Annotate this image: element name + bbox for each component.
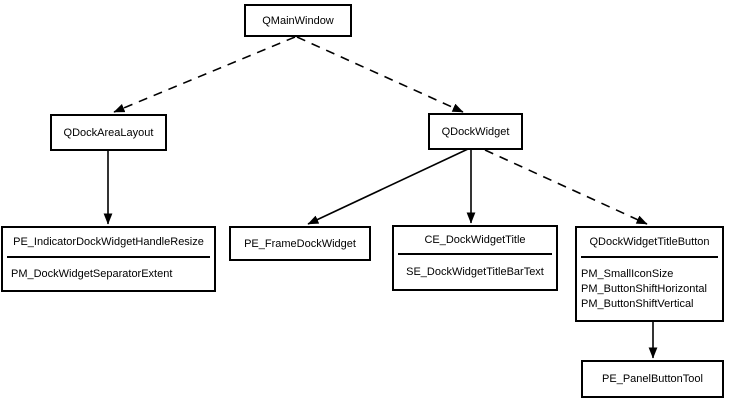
- node-dock-handle-title: PE_IndicatorDockWidgetHandleResize: [13, 236, 204, 248]
- enum-item: PM_ButtonShiftVertical: [581, 297, 694, 310]
- edge-qmainwindow-qdockarealayout: [113, 36, 296, 113]
- node-qmainwindow: QMainWindow: [244, 4, 352, 37]
- edge-qdockwidget-title-button: [484, 149, 648, 225]
- enum-item: SE_DockWidgetTitleBarText: [406, 265, 544, 278]
- node-qdockwidget-label: QDockWidget: [441, 125, 510, 138]
- node-frame-dock-widget: PE_FrameDockWidget: [229, 226, 371, 261]
- node-title-button: QDockWidgetTitleButton PM_SmallIconSize …: [575, 226, 724, 322]
- node-title-button-items: PM_SmallIconSize PM_ButtonShiftHorizonta…: [577, 258, 722, 320]
- compartment-separator: [7, 256, 210, 258]
- compartment-separator: [398, 253, 552, 255]
- node-qdockarealayout-label: QDockAreaLayout: [63, 126, 154, 139]
- node-qdockarealayout: QDockAreaLayout: [50, 114, 167, 151]
- node-dock-handle-items: PM_DockWidgetSeparatorExtent: [3, 258, 214, 290]
- enum-item: PM_DockWidgetSeparatorExtent: [11, 267, 173, 280]
- compartment-separator: [581, 256, 718, 258]
- node-title-button-title: QDockWidgetTitleButton: [589, 236, 710, 248]
- node-dock-widget-title-items: SE_DockWidgetTitleBarText: [394, 255, 556, 289]
- enum-item: PM_SmallIconSize: [581, 267, 674, 280]
- enum-item: PM_ButtonShiftHorizontal: [581, 282, 707, 295]
- node-qmainwindow-label: QMainWindow: [262, 14, 334, 27]
- node-frame-dock-widget-label: PE_FrameDockWidget: [244, 237, 356, 250]
- node-panel-button-tool: PE_PanelButtonTool: [581, 360, 724, 398]
- node-dock-handle: PE_IndicatorDockWidgetHandleResize PM_Do…: [1, 226, 216, 292]
- node-dock-widget-title-title: CE_DockWidgetTitle: [424, 234, 526, 246]
- edge-qmainwindow-qdockwidget: [296, 36, 464, 113]
- node-dock-widget-title: CE_DockWidgetTitle SE_DockWidgetTitleBar…: [392, 225, 558, 291]
- node-panel-button-tool-label: PE_PanelButtonTool: [602, 373, 703, 385]
- node-qdockwidget: QDockWidget: [428, 113, 523, 150]
- edge-qdockwidget-frame-dock-widget: [307, 148, 469, 225]
